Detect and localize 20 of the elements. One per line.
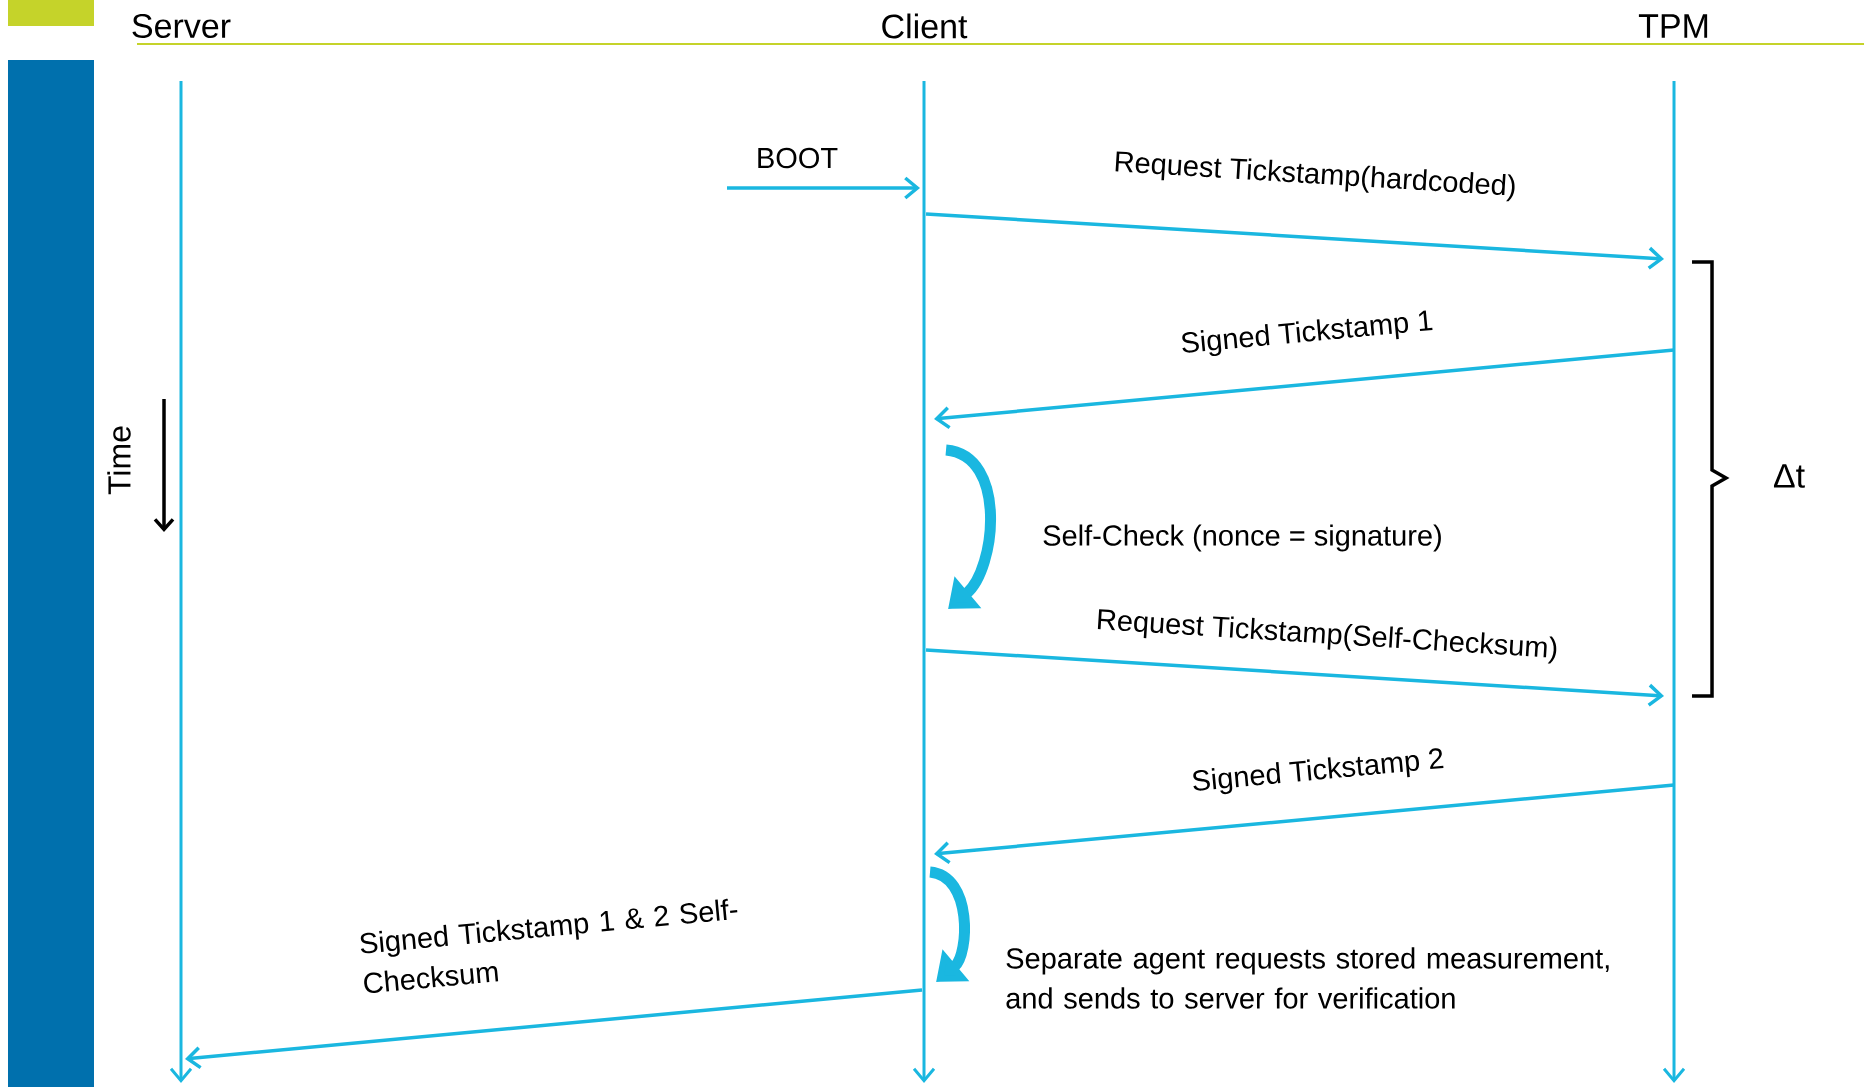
loop-arrow	[944, 444, 996, 609]
edge-label: BOOT	[758, 147, 838, 169]
arrow	[185, 988, 923, 1070]
participant-label: Client	[882, 13, 968, 39]
edge-label: Request Tickstamp(Self-Checksum)	[1097, 609, 1557, 664]
loop-arrow	[928, 866, 971, 982]
participant-label: Server	[132, 13, 231, 39]
arrow	[925, 212, 1664, 270]
edge-label: Self-Check (nonce = signature)	[1043, 524, 1441, 552]
interval-label: Δt	[1773, 464, 1805, 488]
arrow	[934, 348, 1675, 430]
arrow	[925, 648, 1664, 707]
edge-label: Signed Tickstamp 1	[1182, 310, 1433, 357]
edge-label: Signed Tickstamp 2	[1193, 748, 1444, 795]
arrow	[934, 783, 1675, 865]
edge-label: Signed Tickstamp 1 & 2 Self-Checksum	[360, 898, 738, 994]
participant-label: TPM	[1638, 14, 1708, 38]
arrow	[727, 176, 920, 200]
edge-label: Separate agent requests stored measurement, and sends to server for verification	[1006, 947, 1609, 1009]
edge-label: Request Tickstamp(hardcoded)	[1115, 151, 1515, 202]
